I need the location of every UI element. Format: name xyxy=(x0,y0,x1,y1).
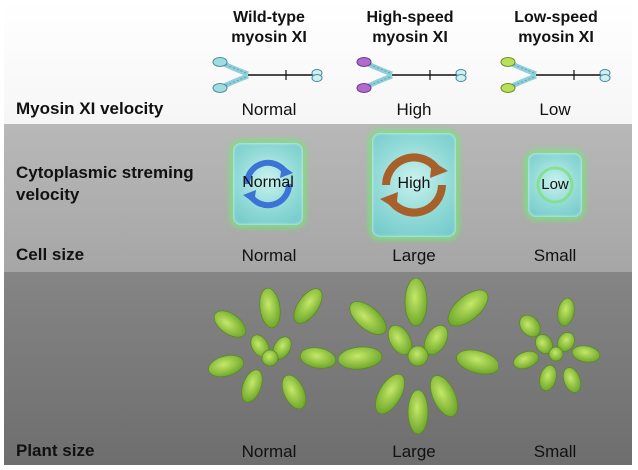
plant-low-speed xyxy=(513,297,601,393)
column-heading-line2: myosin XI xyxy=(518,29,594,46)
column-heading-low-speed: Low-speed myosin XI xyxy=(491,8,621,48)
streaming-value-low-speed: Low xyxy=(541,176,569,193)
plant-size-value-low-speed: Small xyxy=(533,442,577,461)
myosin-head xyxy=(500,57,516,67)
plant-wild-type xyxy=(208,287,337,410)
cell-low-speed: Low xyxy=(528,153,582,217)
cell-band xyxy=(4,124,632,272)
plant-size-value-wild-type: Normal xyxy=(241,442,297,461)
myosin-head xyxy=(212,57,228,67)
column-heading-line2: myosin XI xyxy=(231,29,307,46)
myosin-diagram-wild-type xyxy=(212,57,323,93)
cell-size-value-high-speed: Large xyxy=(392,246,436,265)
streaming-arrowhead xyxy=(243,190,256,203)
velocity-value-wild-type: Normal xyxy=(241,100,297,119)
row-label-plant-size: Plant size xyxy=(16,441,95,460)
cell-high-speed: High xyxy=(372,133,456,237)
myosin-diagram-high-speed xyxy=(356,57,467,93)
myosin-diagram-low-speed xyxy=(500,57,611,93)
myosin-head xyxy=(356,57,372,67)
row-label-streaming-line1: Cytoplasmic streming xyxy=(16,163,194,182)
cell-size-value-wild-type: Normal xyxy=(241,246,297,265)
row-label-myosin-velocity: Myosin XI velocity xyxy=(16,99,164,118)
myosin-velocity-band xyxy=(4,0,632,124)
column-heading-line1: Wild-type xyxy=(233,9,305,26)
streaming-arrow xyxy=(536,166,574,204)
cell-wild-type: Normal xyxy=(233,143,303,225)
row-label-streaming-line2: velocity xyxy=(16,185,80,204)
myosin-head xyxy=(500,83,516,93)
velocity-value-low-speed: Low xyxy=(539,100,571,119)
plant-size-value-high-speed: Large xyxy=(392,442,436,461)
cell-size-value-low-speed: Small xyxy=(533,246,577,265)
column-heading-line1: High-speed xyxy=(366,9,454,26)
velocity-value-high-speed: High xyxy=(396,100,432,119)
streaming-value-high-speed: High xyxy=(397,175,431,192)
column-heading-high-speed: High-speed myosin XI xyxy=(345,8,475,48)
plant-high-speed xyxy=(338,278,498,435)
column-heading-line1: Low-speed xyxy=(514,9,598,26)
column-heading-wild-type: Wild-type myosin XI xyxy=(204,8,334,48)
streaming-arrowhead xyxy=(430,161,448,178)
column-heading-line2: myosin XI xyxy=(372,29,448,46)
row-label-streaming: Cytoplasmic streming velocity xyxy=(16,162,226,206)
streaming-arrowhead xyxy=(280,165,293,178)
streaming-arrowhead xyxy=(380,192,398,209)
myosin-head xyxy=(356,83,372,93)
myosin-head xyxy=(212,83,228,93)
row-label-cell-size: Cell size xyxy=(16,245,85,264)
streaming-value-wild-type: Normal xyxy=(242,174,294,191)
